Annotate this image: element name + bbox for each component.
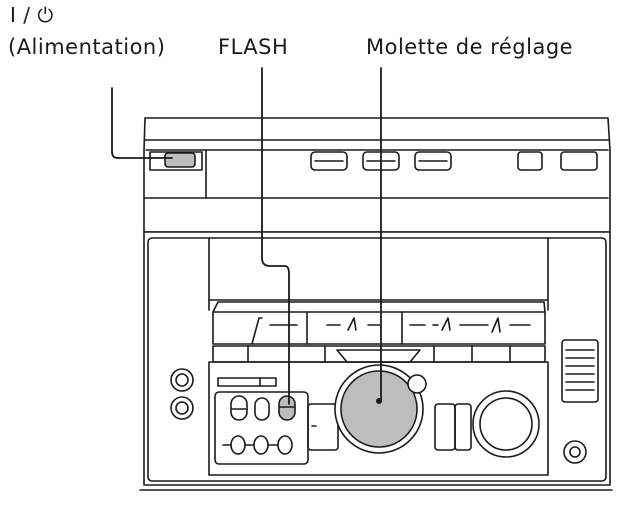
- bottom-button-1[interactable]: [230, 435, 246, 455]
- control-panel: [208, 361, 549, 476]
- power-leader: [111, 87, 173, 159]
- top-button-4[interactable]: [517, 151, 543, 171]
- power-button[interactable]: [164, 152, 196, 168]
- cassette-deck: [212, 301, 546, 345]
- power-symbol-label: I / ⏻: [10, 3, 54, 27]
- switch-1[interactable]: [230, 395, 248, 421]
- top-button-5[interactable]: [560, 151, 598, 171]
- right-jack[interactable]: [563, 440, 587, 464]
- power-name-label: (Alimentation): [8, 35, 166, 59]
- jog-dial-label: Molette de réglage: [366, 35, 574, 59]
- selector-switches: [222, 395, 296, 455]
- flash-leader: [261, 67, 290, 405]
- leader-lines: [111, 67, 382, 405]
- flash-label: FLASH: [218, 35, 289, 59]
- small-knob[interactable]: [407, 374, 427, 394]
- volume-knob[interactable]: [472, 390, 540, 458]
- left-side-controls: [170, 368, 194, 420]
- bottom-button-2[interactable]: [253, 435, 269, 455]
- right-side-controls: [561, 339, 599, 464]
- flash-button[interactable]: [278, 395, 296, 421]
- jog-dial[interactable]: [334, 364, 424, 454]
- top-panel: [143, 117, 611, 233]
- bottom-button-3[interactable]: [277, 435, 293, 455]
- top-buttons: [310, 151, 598, 171]
- switch-2[interactable]: [254, 397, 270, 421]
